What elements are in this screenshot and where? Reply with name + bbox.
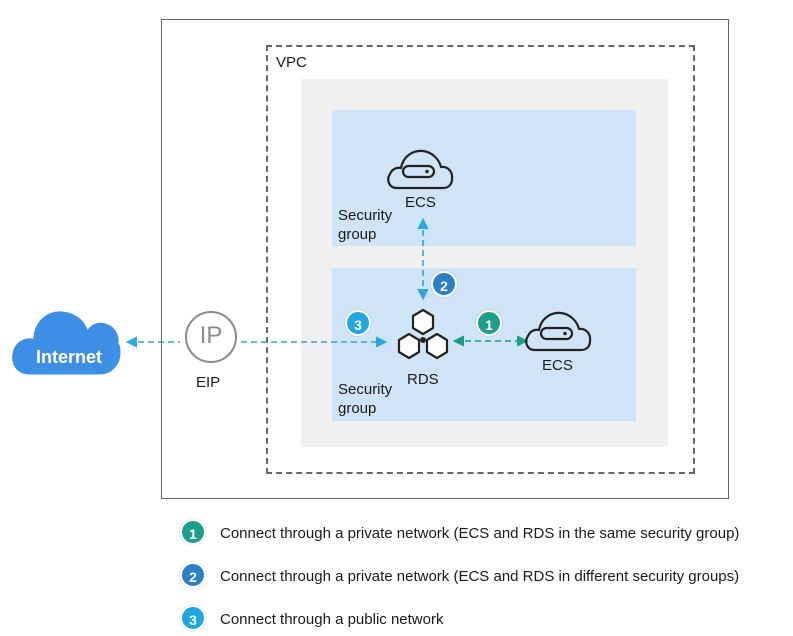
- internet-label: Internet: [35, 347, 102, 367]
- eip-icon-text: IP: [199, 322, 223, 349]
- ecs-right-cloud-server-icon: [525, 311, 592, 352]
- security-group-top: [332, 110, 636, 246]
- vpc-boundary: [266, 45, 695, 474]
- rds-label: RDS: [407, 371, 439, 388]
- badge-3: 3: [345, 310, 371, 336]
- internet-cloud-icon: [9, 308, 124, 378]
- vpc-label: VPC: [276, 54, 307, 71]
- cloud-region-box: [161, 19, 729, 499]
- ecs-right-label: ECS: [542, 357, 573, 374]
- eip-icon: [185, 311, 237, 363]
- legend-item-2-text: Connect through a private network (ECS a…: [220, 568, 740, 585]
- security-group-top-label: Security group: [338, 207, 393, 243]
- legend-badge-3: 3: [180, 605, 206, 631]
- legend-item-1-text: Connect through a private network (ECS a…: [220, 525, 740, 542]
- legend-badge-2: 2: [180, 562, 206, 588]
- badge-1: 1: [476, 310, 502, 336]
- legend-badge-1: 1: [180, 519, 206, 545]
- security-group-bottom-label: Security group: [338, 381, 393, 417]
- badge-2: 2: [431, 271, 457, 297]
- eip-label: EIP: [196, 374, 221, 391]
- rds-hexagon-cluster-icon: [397, 308, 449, 360]
- legend-item-3-text: Connect through a public network: [220, 611, 444, 628]
- ecs-top-cloud-server-icon: [387, 149, 454, 190]
- ecs-top-label: ECS: [405, 194, 436, 211]
